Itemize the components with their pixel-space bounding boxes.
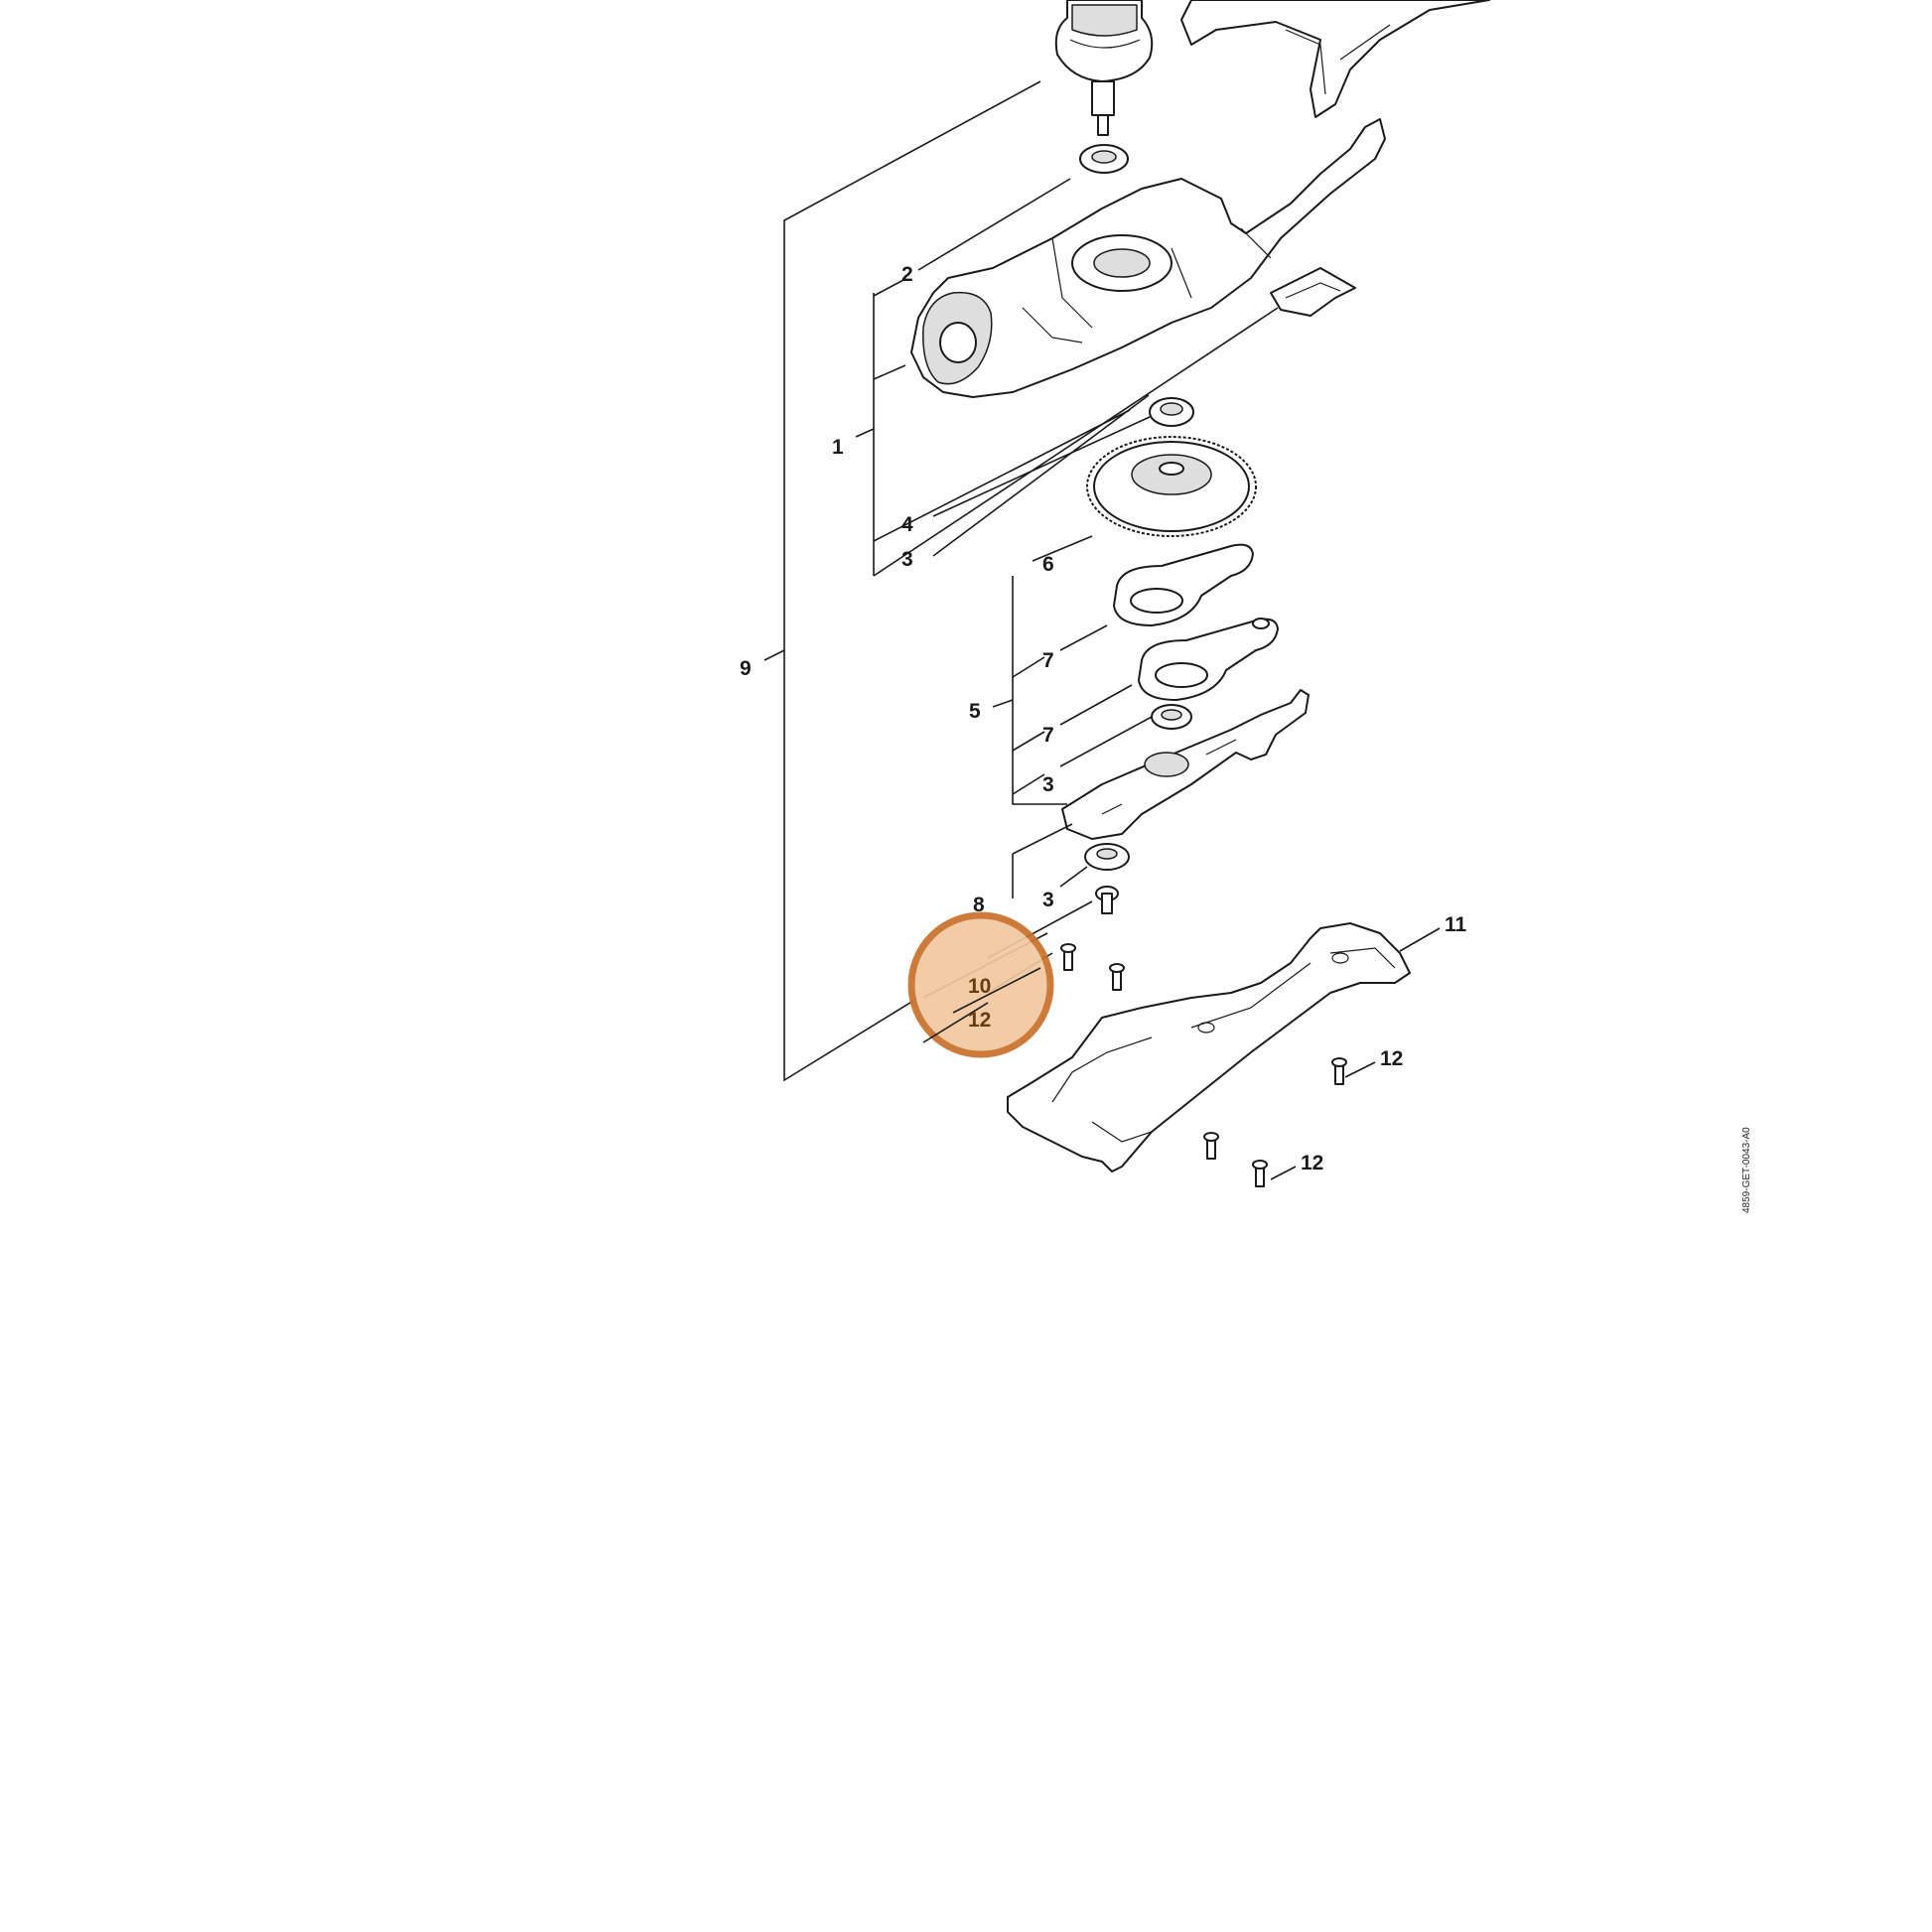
label-2: 2 <box>901 263 913 286</box>
bottom-cover-part <box>1007 922 1411 1173</box>
label-12a: 12 <box>1380 1047 1403 1070</box>
label-12b: 12 <box>1301 1152 1323 1174</box>
label-1: 1 <box>832 436 844 459</box>
shaft-seal-part <box>1079 144 1129 174</box>
connecting-rod-upper-part <box>1113 543 1254 626</box>
label-3a: 3 <box>901 548 913 571</box>
bolt-part <box>1095 886 1119 914</box>
gear-wheel-part <box>1086 436 1257 537</box>
ball-bearing-part <box>1149 397 1194 427</box>
label-4: 4 <box>901 513 913 536</box>
label-6: 6 <box>1042 553 1054 576</box>
highlight-label-10: 10 <box>968 975 991 998</box>
ball-bearing-lower-part <box>1084 843 1130 871</box>
screws-part <box>1060 943 1347 1187</box>
label-3b: 3 <box>1042 773 1054 796</box>
label-7b: 7 <box>1042 724 1054 747</box>
needle-bearing-part <box>1151 704 1192 730</box>
gasket-part <box>1270 267 1356 317</box>
handle-cover-part <box>1180 0 1490 118</box>
cover-plate-part <box>1061 689 1310 840</box>
connecting-rod-lower-part <box>1138 618 1279 701</box>
document-id: 4859-GET-0043-A0 <box>1741 1127 1752 1213</box>
motor-part <box>1054 0 1154 136</box>
label-8: 8 <box>973 894 985 916</box>
label-9: 9 <box>740 657 752 680</box>
gear-housing-part <box>910 118 1386 398</box>
label-3c: 3 <box>1042 889 1054 911</box>
highlight-label-12: 12 <box>968 1009 991 1032</box>
label-5: 5 <box>969 700 981 723</box>
highlight-marker: 10 12 <box>907 911 1054 1058</box>
label-7a: 7 <box>1042 649 1054 672</box>
label-11: 11 <box>1445 913 1467 936</box>
